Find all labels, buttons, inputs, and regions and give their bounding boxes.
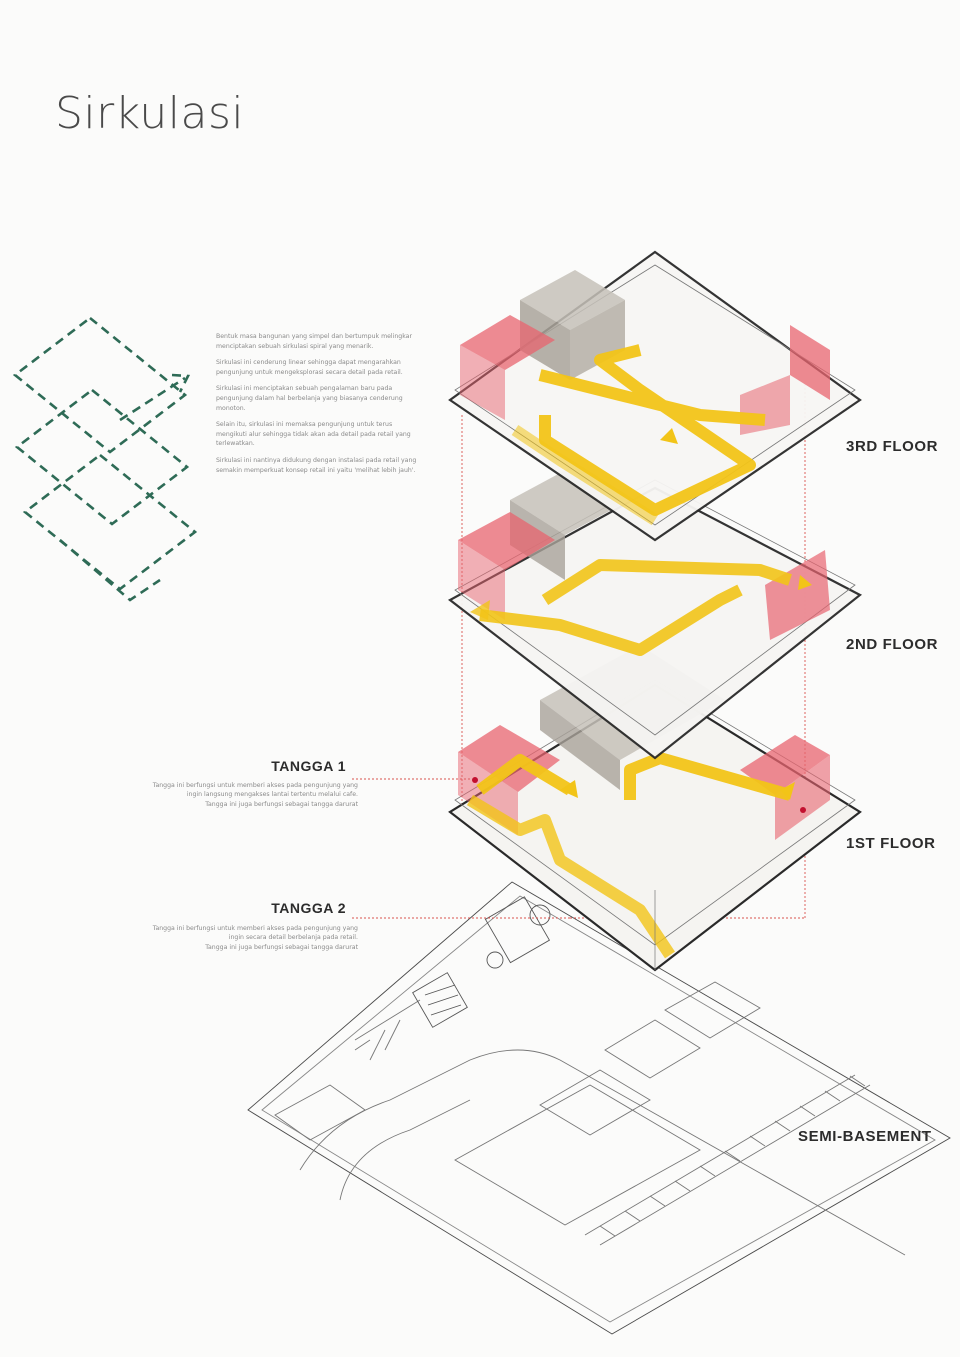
- concept-paragraph: Sirkulasi ini nantinya didukung dengan i…: [216, 456, 417, 474]
- second-floor: [447, 465, 863, 760]
- tangga2-line: ingin secara detail berbelanja pada reta…: [228, 934, 358, 942]
- first-floor: [448, 645, 862, 972]
- concept-spiral-sketch: [12, 316, 198, 602]
- floor-label-second: 2ND FLOOR: [846, 636, 939, 653]
- concept-paragraph: Selain itu, sirkulasi ini memaksa pengun…: [216, 421, 411, 448]
- third-floor: [448, 250, 862, 542]
- tangga2-line: Tangga ini berfungsi untuk memberi akses…: [152, 925, 358, 932]
- floor-label-third: 3RD FLOOR: [846, 438, 939, 455]
- tangga1-line: ingin langsung mengakses lantai tertentu…: [186, 791, 358, 799]
- tangga1-line: Tangga ini berfungsi untuk memberi akses…: [152, 782, 358, 789]
- concept-paragraph: Sirkulasi ini cenderung linear sehingga …: [216, 359, 403, 376]
- tangga1-description: Tangga ini berfungsi untuk memberi akses…: [90, 781, 358, 809]
- tangga1-line: Tangga ini juga berfungsi sebagai tangga…: [205, 800, 358, 808]
- tangga2-description: Tangga ini berfungsi untuk memberi akses…: [90, 924, 358, 952]
- tangga2-title: TANGGA 2: [271, 900, 346, 916]
- page-title: Sirkulasi: [55, 88, 245, 139]
- concept-paragraph: Bentuk masa bangunan yang simpel dan ber…: [216, 333, 413, 350]
- concept-description: Bentuk masa bangunan yang simpel dan ber…: [216, 332, 421, 482]
- concept-paragraph: Sirkulasi ini menciptakan sebuah pengala…: [216, 385, 403, 412]
- tangga2-line: Tangga ini juga berfungsi sebagai tangga…: [205, 943, 358, 951]
- tangga1-title: TANGGA 1: [271, 758, 346, 774]
- semi-basement-plan: [247, 881, 951, 1335]
- floor-label-first: 1ST FLOOR: [846, 835, 936, 852]
- floor-label-semi-basement: SEMI-BASEMENT: [798, 1128, 932, 1145]
